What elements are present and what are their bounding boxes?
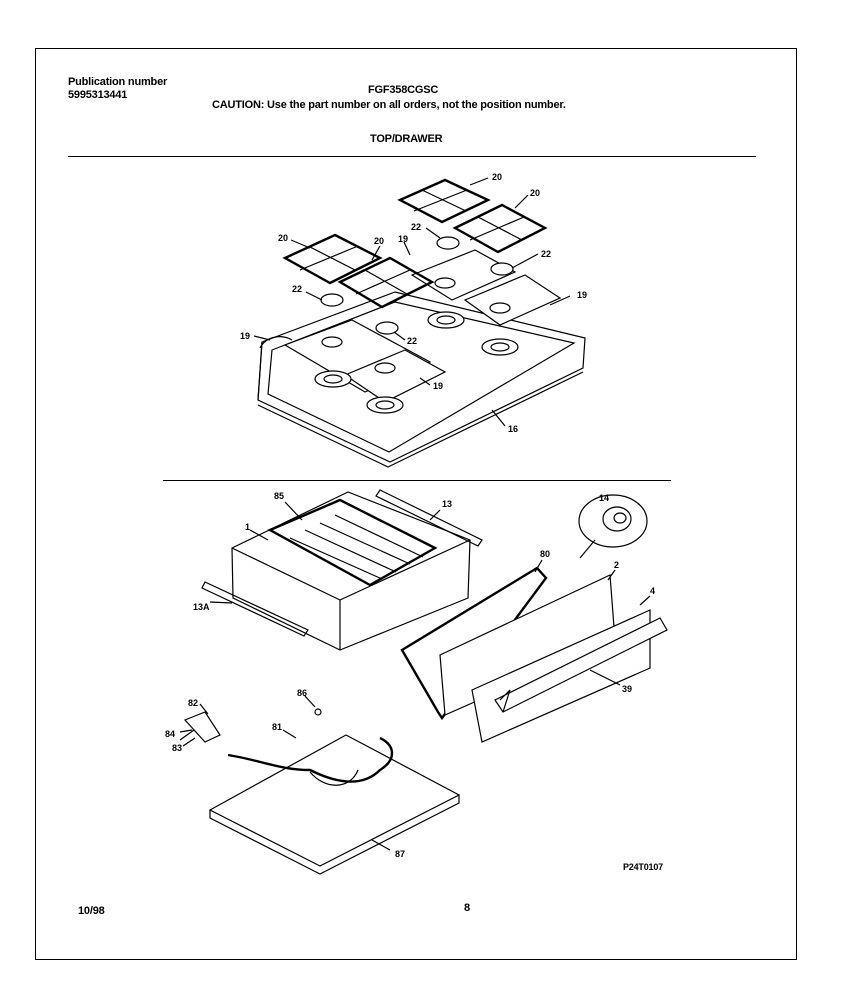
callout-burner-cap: 22 <box>407 336 417 346</box>
revision-date: 10/98 <box>78 905 105 917</box>
callout-screw: 83 <box>172 743 182 753</box>
burner-pan-drawing <box>283 249 562 403</box>
burner-caps-drawing <box>320 236 514 335</box>
figure-code: P24T0107 <box>623 862 663 872</box>
header-divider <box>68 156 756 157</box>
page-number: 8 <box>464 902 470 914</box>
bottom-pan-drawing <box>208 734 461 875</box>
callout-drawer-front: 2 <box>614 560 619 570</box>
callout-labels: 20 20 20 20 22 22 22 22 19 19 19 19 16 8… <box>165 172 655 859</box>
callout-knob: 14 <box>599 493 609 503</box>
callout-rack: 85 <box>274 491 284 501</box>
callout-burner-cap: 22 <box>411 222 421 232</box>
callout-grate: 20 <box>492 172 502 182</box>
drawer-box-drawing <box>231 491 471 651</box>
handle-drawing <box>471 609 668 743</box>
callout-drawer-box: 1 <box>245 522 250 532</box>
callout-grate: 20 <box>530 188 540 198</box>
section-title: TOP/DRAWER <box>370 133 443 145</box>
callout-screw: 86 <box>297 688 307 698</box>
rack-drawing <box>267 498 438 587</box>
page-border <box>35 48 797 960</box>
knob-drawing <box>578 494 648 559</box>
publication-number: 5995313441 <box>68 89 128 101</box>
callout-burner-cap: 22 <box>541 249 551 259</box>
callout-burner-pan: 19 <box>240 331 250 341</box>
callout-burner-pan: 19 <box>577 290 587 300</box>
callout-element: 81 <box>272 722 282 732</box>
leader-lines <box>179 177 651 851</box>
callout-slide: 13 <box>442 499 452 509</box>
burner-heads-drawing <box>314 277 519 414</box>
publication-label: Publication number <box>68 76 168 88</box>
grates-drawing <box>282 178 548 309</box>
callout-grate: 20 <box>278 233 288 243</box>
section-divider <box>163 480 671 481</box>
callout-handle: 39 <box>622 684 632 694</box>
callout-burner-pan: 19 <box>433 381 443 391</box>
callout-clip: 84 <box>165 729 175 739</box>
model-number: FGF358CGSC <box>368 84 439 96</box>
callout-bracket: 82 <box>188 698 198 708</box>
callout-burner-cap: 22 <box>292 284 302 294</box>
bracket-drawing <box>179 708 322 743</box>
caution-note: CAUTION: Use the part number on all orde… <box>212 99 566 111</box>
callout-slide: 13A <box>193 602 210 612</box>
callout-cooktop: 16 <box>508 424 518 434</box>
slides-drawing <box>201 489 483 637</box>
callout-gasket: 80 <box>540 549 550 559</box>
callout-bottom-panel: 87 <box>395 849 405 859</box>
callout-trim: 4 <box>650 586 655 596</box>
callout-grate: 20 <box>374 236 384 246</box>
callout-burner-pan: 19 <box>398 234 408 244</box>
